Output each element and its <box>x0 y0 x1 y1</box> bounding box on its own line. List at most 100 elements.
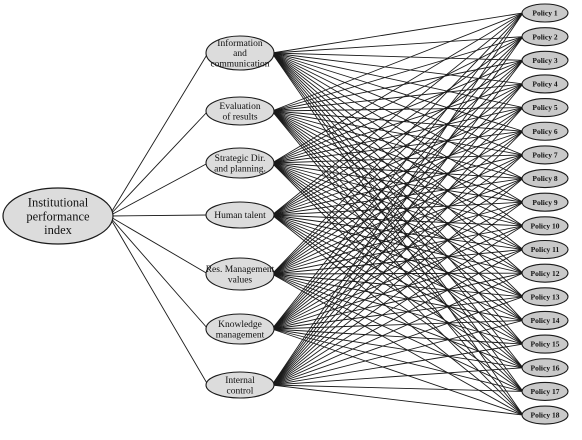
policy-node-ellipse <box>521 287 569 307</box>
edge-dimension-6-to-policy-5 <box>271 107 524 330</box>
edge-dimension-2-to-policy-6 <box>271 110 524 132</box>
edge-dimension-4-to-policy-15 <box>271 214 524 345</box>
edge-dimension-6-to-policy-16 <box>271 328 524 369</box>
edge-root-to-knowledge-management <box>108 215 209 330</box>
dimension-node-strategic-dir-and-planning-label-line: Strategic Dir. <box>215 154 266 164</box>
edge-dimension-4-to-policy-1 <box>271 12 524 216</box>
edge-dimension-7-to-policy-4 <box>271 83 524 386</box>
edge-dimension-4-to-policy-12 <box>271 214 524 274</box>
edge-dimension-1-to-policy-1 <box>271 12 524 54</box>
edge-dimension-2-to-policy-10 <box>271 110 524 227</box>
edge-dimension-2-to-policy-3 <box>271 59 524 112</box>
edge-dimension-1-to-policy-10 <box>271 52 524 227</box>
policy-node-17: Policy 17 <box>521 381 569 401</box>
dimension-node-human-talent-label-line: Human talent <box>214 211 266 221</box>
policy-node-label: Policy 16 <box>531 363 560 372</box>
root-node-institutional-performance-index-ellipse <box>2 187 114 245</box>
policy-node-13: Policy 13 <box>521 287 569 307</box>
edge-dimension-5-to-policy-4 <box>271 83 524 275</box>
policy-node-ellipse <box>521 405 569 425</box>
edge-dimension-3-to-policy-1 <box>271 12 524 164</box>
edge-dimension-2-to-policy-4 <box>271 83 524 112</box>
policy-node-label: Policy 4 <box>532 80 557 89</box>
edge-dimension-4-to-policy-7 <box>271 154 524 216</box>
nodes-layer: InstitutionalperformanceindexInformation… <box>2 3 569 425</box>
policy-node-10: Policy 10 <box>521 216 569 236</box>
edge-dimension-1-to-policy-11 <box>271 52 524 250</box>
edge-dimension-5-to-policy-13 <box>271 273 524 298</box>
edge-dimension-6-to-policy-6 <box>271 130 524 330</box>
edge-root-to-human-talent <box>108 214 209 217</box>
dimension-node-knowledge-management-label-line: Knowledge <box>218 320 262 330</box>
dimension-node-information-and-communication-label-line: communication <box>210 60 269 70</box>
edge-dimension-4-to-policy-11 <box>271 214 524 250</box>
policy-node-2: Policy 2 <box>521 27 569 47</box>
edge-dimension-7-to-policy-17 <box>271 384 524 392</box>
edge-dimension-4-to-policy-16 <box>271 214 524 369</box>
edge-dimension-5-to-policy-10 <box>271 225 524 275</box>
policy-node-label: Policy 6 <box>532 127 557 136</box>
edge-dimension-3-to-policy-5 <box>271 107 524 164</box>
dimension-node-strategic-dir-and-planning: Strategic Dir.and planning. <box>205 147 275 179</box>
edge-dimension-7-to-policy-13 <box>271 296 524 386</box>
policy-node-label: Policy 14 <box>531 316 560 325</box>
policy-node-4: Policy 4 <box>521 74 569 94</box>
policy-node-ellipse <box>521 145 569 165</box>
dimension-node-internal-control-label-line: Internal <box>225 376 255 386</box>
edge-dimension-5-to-policy-5 <box>271 107 524 275</box>
policy-node-ellipse <box>521 310 569 331</box>
edge-dimension-5-to-policy-7 <box>271 154 524 275</box>
edge-dimension-5-to-policy-1 <box>271 12 524 275</box>
edge-dimension-7-to-policy-15 <box>271 343 524 386</box>
edge-dimension-1-to-policy-9 <box>271 52 524 203</box>
edge-dimension-7-to-policy-7 <box>271 154 524 386</box>
policy-node-label: Policy 17 <box>531 387 560 396</box>
edge-dimension-7-to-policy-12 <box>271 272 524 386</box>
edge-dimension-3-to-policy-4 <box>271 83 524 164</box>
edge-dimension-1-to-policy-14 <box>271 52 524 321</box>
edge-dimension-5-to-policy-14 <box>271 273 524 321</box>
edge-dimension-7-to-policy-5 <box>271 107 524 386</box>
policy-node-label: Policy 11 <box>531 245 560 254</box>
edge-dimension-5-to-policy-3 <box>271 59 524 275</box>
policy-node-label: Policy 3 <box>532 56 557 65</box>
dimension-node-evaluation-of-results-label-line: of results <box>222 111 257 122</box>
dimension-node-knowledge-management-label-line: management <box>216 330 265 340</box>
dimension-node-information-and-communication-ellipse <box>205 35 275 71</box>
edge-dimension-6-to-policy-9 <box>271 201 524 330</box>
policy-node-14: Policy 14 <box>521 310 569 331</box>
edge-dimension-4-to-policy-18 <box>271 214 524 416</box>
dimension-node-information-and-communication-label-line: and <box>233 49 247 59</box>
dimension-node-human-talent-ellipse <box>205 201 275 229</box>
dimension-node-res-management-values-ellipse <box>205 257 275 291</box>
policy-node-label: Policy 15 <box>531 340 560 349</box>
edge-dimension-6-to-policy-1 <box>271 12 524 330</box>
edge-dimension-3-to-policy-3 <box>271 59 524 164</box>
edge-dimension-6-to-policy-3 <box>271 59 524 330</box>
policy-node-ellipse <box>521 74 569 94</box>
policy-node-label: Policy 13 <box>531 292 560 301</box>
root-node-institutional-performance-index-label-line: index <box>44 223 73 237</box>
dimension-node-evaluation-of-results-label-line: Evaluation <box>219 102 260 112</box>
edge-dimension-2-to-policy-2 <box>271 36 524 112</box>
edge-dimension-1-to-policy-3 <box>271 52 524 61</box>
edge-dimension-6-to-policy-2 <box>271 36 524 330</box>
policy-node-ellipse <box>521 381 569 401</box>
policy-node-7: Policy 7 <box>521 145 569 165</box>
edge-dimension-6-to-policy-4 <box>271 83 524 330</box>
edge-dimension-4-to-policy-5 <box>271 107 524 216</box>
edge-dimension-7-to-policy-3 <box>271 60 524 386</box>
policy-node-label: Policy 1 <box>532 9 557 18</box>
edge-dimension-6-to-policy-7 <box>271 154 524 330</box>
edge-dimension-5-to-policy-12 <box>271 272 524 275</box>
edge-dimension-4-to-policy-4 <box>271 83 524 216</box>
edge-dimension-5-to-policy-9 <box>271 201 524 275</box>
dimension-node-res-management-values-label-line: values <box>228 275 253 285</box>
dimension-node-human-talent: Human talent <box>205 201 275 229</box>
edge-dimension-2-to-policy-9 <box>271 110 524 203</box>
policy-node-9: Policy 9 <box>521 192 569 212</box>
edge-root-to-res-management-values <box>108 215 209 275</box>
